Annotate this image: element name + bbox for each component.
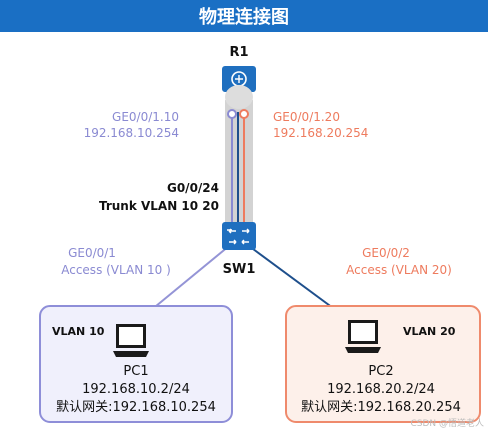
router-right-ip: 192.168.20.254: [273, 126, 368, 140]
switch-icon: [222, 222, 256, 250]
pc2-name: PC2: [368, 364, 393, 379]
router-icon: [222, 66, 256, 109]
switch-left-mode: Access (VLAN 10 ): [61, 263, 171, 277]
switch-right-mode: Access (VLAN 20): [346, 263, 452, 277]
title-banner: 物理连接图: [0, 0, 488, 32]
router-name: R1: [229, 45, 248, 60]
pc-icon: [113, 324, 149, 357]
switch-sw1[interactable]: SW1: [222, 222, 256, 277]
pc1-vlan: VLAN 10: [52, 325, 105, 338]
router-left-interface: GE0/0/1.10: [112, 110, 179, 124]
router-r1[interactable]: R1: [222, 45, 256, 109]
pc2-group[interactable]: VLAN 20 PC2 192.168.20.2/24 默认网关:192.168…: [285, 305, 481, 423]
trunk-port: G0/0/24: [167, 181, 219, 195]
pc-icon: [345, 320, 381, 353]
pc1-ip: 192.168.10.2/24: [82, 382, 190, 397]
router-left-ip: 192.168.10.254: [84, 126, 179, 140]
pc2-gateway: 默认网关:192.168.20.254: [301, 399, 461, 415]
pc2-ip: 192.168.20.2/24: [327, 382, 435, 397]
trunk-link: [225, 100, 253, 230]
pc1-gateway: 默认网关:192.168.10.254: [56, 399, 216, 415]
pc2-vlan: VLAN 20: [403, 325, 456, 338]
router-right-interface: GE0/0/1.20: [273, 110, 340, 124]
pc1-box: [39, 305, 233, 423]
pc2-box: [285, 305, 481, 423]
switch-right-port: GE0/0/2: [362, 246, 410, 260]
pc1-name: PC1: [123, 364, 148, 379]
switch-name: SW1: [223, 262, 256, 277]
pc1-group[interactable]: VLAN 10 PC1 192.168.10.2/24 默认网关:192.168…: [39, 305, 233, 423]
trunk-vlan: Trunk VLAN 10 20: [99, 199, 219, 213]
watermark: CSDN @悟道老人: [410, 417, 484, 429]
page-title: 物理连接图: [199, 6, 289, 28]
switch-left-port: GE0/0/1: [68, 246, 116, 260]
